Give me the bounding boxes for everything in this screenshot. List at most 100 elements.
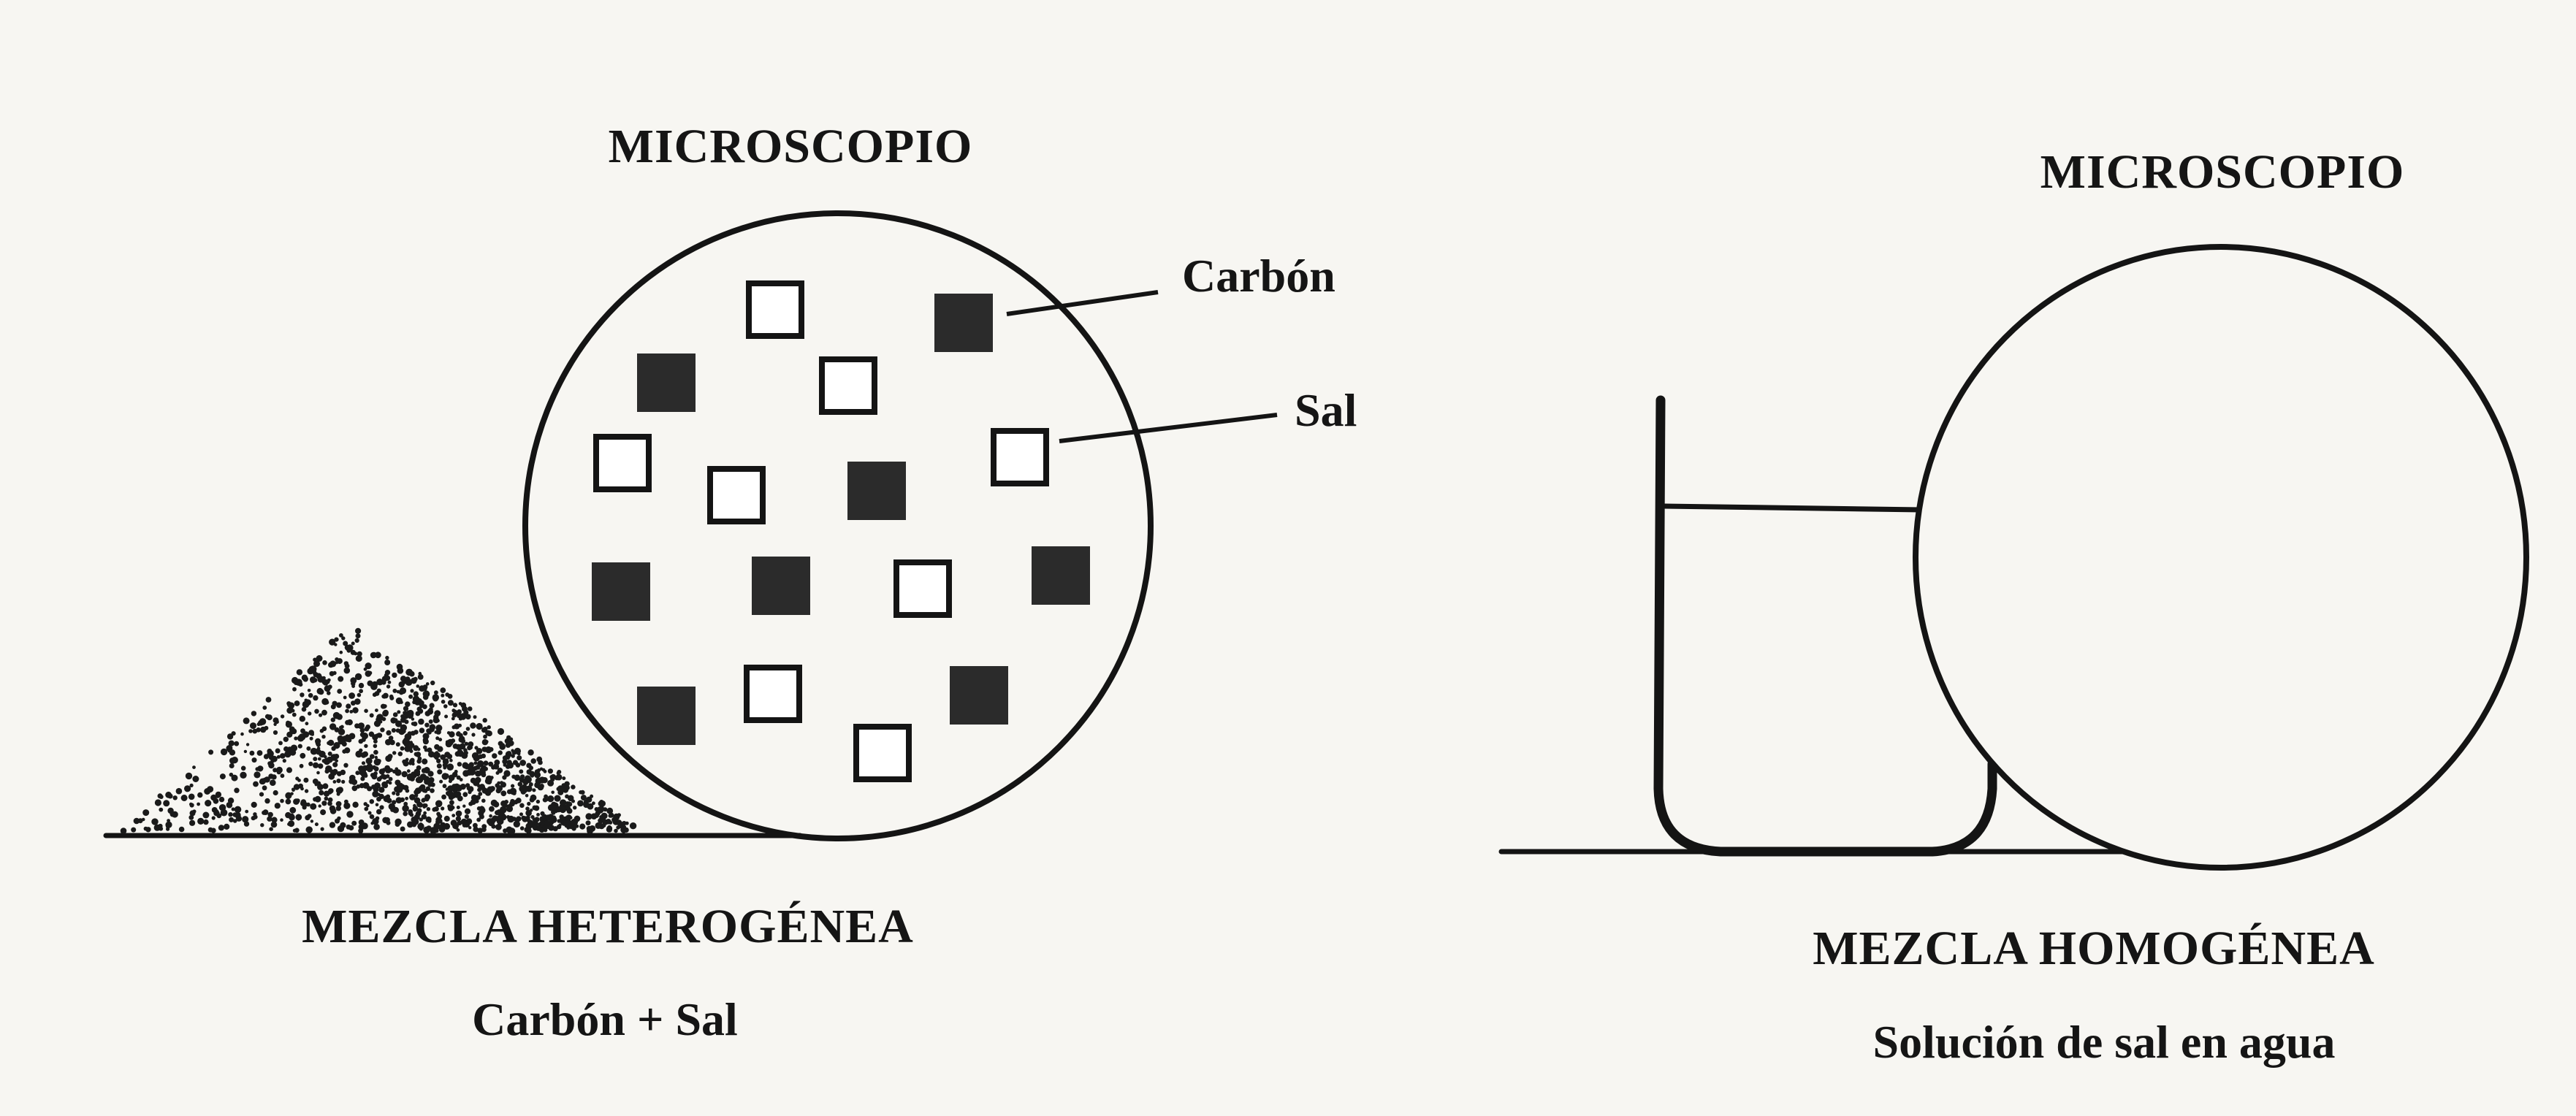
powder-dot (331, 746, 336, 751)
powder-dot (447, 785, 454, 792)
powder-dot (492, 753, 498, 759)
salt-particle (707, 466, 766, 524)
powder-dot (497, 727, 505, 735)
powder-dot (481, 746, 486, 751)
powder-dot (274, 803, 281, 809)
powder-dot (371, 681, 378, 687)
powder-dot (348, 779, 354, 784)
powder-dot (251, 816, 256, 821)
powder-dot (336, 779, 341, 784)
powder-dot (197, 802, 200, 806)
powder-dot (555, 773, 563, 781)
powder-dot (451, 725, 456, 730)
homogeneous-subtitle: Solución de sal en agua (1872, 1016, 2336, 1068)
powder-dot (205, 800, 212, 807)
powder-dot (629, 822, 637, 830)
powder-dot (234, 741, 240, 746)
powder-dot (314, 822, 319, 827)
powder-dot (595, 822, 602, 829)
powder-dot (476, 722, 483, 730)
powder-dot (381, 716, 386, 722)
powder-dot (580, 795, 587, 801)
powder-dot (422, 803, 427, 808)
powder-dot (409, 670, 415, 677)
salt-label: Sal (1295, 384, 1357, 436)
powder-dot (426, 807, 431, 811)
powder-dot (346, 703, 351, 709)
powder-dot (539, 816, 545, 822)
powder-dot (381, 704, 386, 709)
powder-dot (392, 806, 399, 814)
right-microscope-label: MICROSCOPIO (2040, 145, 2405, 199)
powder-dot (357, 692, 362, 698)
powder-dot (405, 757, 409, 762)
powder-dot (300, 728, 305, 734)
powder-dot (479, 806, 485, 811)
powder-dot (301, 674, 308, 681)
powder-dot (297, 735, 305, 742)
powder-dot (343, 695, 347, 700)
powder-dot (500, 806, 507, 814)
powder-dot (337, 689, 343, 694)
powder-dot (366, 765, 373, 773)
powder-dot (249, 750, 255, 756)
powder-dot (495, 789, 500, 793)
powder-dot (304, 789, 309, 793)
heterogeneous-subtitle: Carbón + Sal (472, 993, 738, 1045)
powder-dot (460, 702, 467, 708)
powder-dot (481, 772, 487, 778)
powder-dot (372, 692, 377, 698)
powder-dot (289, 751, 294, 755)
salt-pointer-line (1059, 413, 1278, 443)
powder-dot (504, 800, 508, 804)
powder-dot (460, 738, 466, 744)
powder-dot (189, 783, 194, 787)
homogeneous-panel (1498, 244, 2529, 871)
powder-dot (357, 651, 362, 657)
powder-dot (335, 800, 342, 807)
powder-dot (525, 794, 529, 798)
powder-dot (226, 745, 233, 752)
powder-dot (368, 731, 375, 737)
powder-dot (359, 822, 366, 828)
powder-dot (413, 691, 419, 697)
powder-dot (294, 700, 300, 706)
powder-dot (234, 811, 241, 819)
powder-dot (319, 713, 323, 717)
powder-dot (287, 703, 291, 708)
powder-dot (596, 806, 604, 814)
powder-dot (408, 694, 414, 699)
powder-dot (335, 787, 343, 794)
powder-dot (470, 722, 476, 729)
powder-dot (528, 782, 533, 787)
powder-dot (120, 828, 127, 834)
powder-dot (286, 767, 292, 773)
powder-dot (405, 788, 410, 793)
powder-dot (487, 818, 494, 825)
powder-dot (253, 781, 259, 787)
powder-dot (536, 825, 542, 830)
carbon-label: Carbón (1182, 250, 1335, 302)
powder-dot (441, 794, 446, 800)
powder-dot (321, 735, 326, 739)
powder-dot (397, 710, 401, 714)
powder-dot (527, 749, 534, 756)
powder-dot (432, 807, 437, 812)
powder-dot (440, 754, 446, 760)
powder-dot (477, 760, 484, 768)
powder-dot (229, 817, 235, 822)
powder-dot (392, 672, 397, 679)
powder-dot (324, 769, 329, 774)
powder-dot (343, 763, 348, 768)
powder-dot (321, 759, 326, 763)
powder-dot (548, 825, 555, 831)
powder-dot (396, 663, 403, 670)
powder-dot (329, 805, 336, 812)
powder-dot (321, 698, 329, 706)
powder-dot (495, 771, 500, 775)
powder-dot (418, 718, 424, 725)
powder-dot (405, 741, 411, 746)
powder-dot (227, 798, 235, 804)
powder-dot (571, 799, 575, 803)
powder-dot (270, 779, 276, 786)
